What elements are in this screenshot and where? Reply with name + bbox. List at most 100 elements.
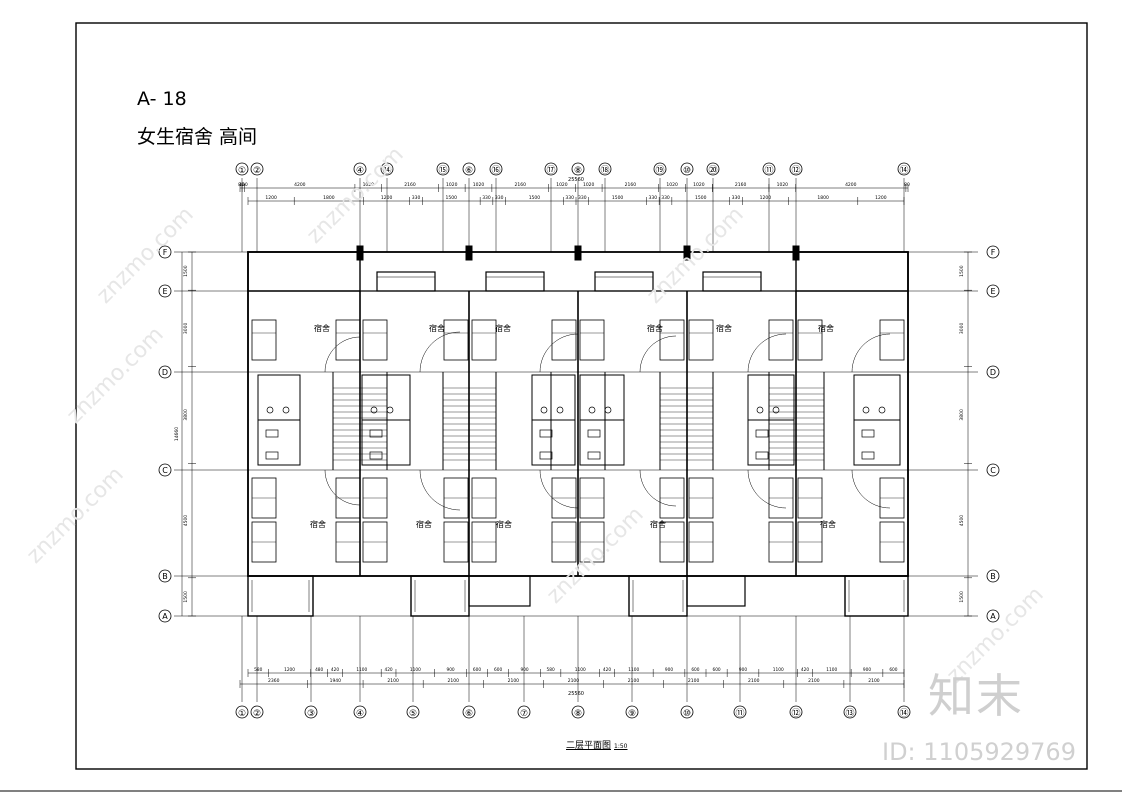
axis-bubble-right xyxy=(986,609,1000,623)
caption-text: 二层平面图 xyxy=(566,741,612,751)
axis-bubble-top xyxy=(250,162,264,176)
toilet-fixture xyxy=(861,451,875,460)
dim-value: 4200 xyxy=(845,182,857,188)
room-label: 宿舍 xyxy=(647,323,663,333)
sink-fixture xyxy=(756,406,764,414)
dim-value: 3800 xyxy=(183,409,189,421)
axis-bubble-top xyxy=(380,162,394,176)
axis-bubble-top xyxy=(436,162,450,176)
balcony xyxy=(410,575,470,617)
bay-window-bottom xyxy=(686,575,746,607)
axis-bubble-bottom-label: ⑪ xyxy=(735,708,744,719)
dim-value: 600 xyxy=(473,667,481,673)
room-label: 宿舍 xyxy=(310,519,326,529)
bed-desk-unit xyxy=(362,319,388,361)
axis-bubble-top-label: ⑰ xyxy=(546,165,555,176)
sink-fixture xyxy=(540,406,548,414)
drawing-code: A- 18 xyxy=(137,88,187,110)
bed-desk-unit xyxy=(797,319,823,361)
dim-value: 1200 xyxy=(265,195,277,201)
bed-desk-unit xyxy=(768,319,794,361)
watermark-site-text: znzmo.com xyxy=(92,202,198,308)
dim-value: 3000 xyxy=(183,323,189,335)
axis-bubble-bottom-label: ⑦ xyxy=(520,709,528,719)
bathroom xyxy=(361,374,411,421)
axis-bubble-bottom-label: ⑨ xyxy=(628,709,636,719)
dim-value: 4500 xyxy=(183,515,189,527)
axis-bubble-bottom xyxy=(843,705,857,719)
axis-bubble-bottom xyxy=(733,705,747,719)
drawing-name: 女生宿舍 高间 xyxy=(137,126,258,148)
watermark-site-text: znzmo.com xyxy=(62,322,168,428)
room-label: 宿舍 xyxy=(495,323,511,333)
axis-bubble-bottom-label: ⑫ xyxy=(791,708,800,719)
dim-value: 1500 xyxy=(529,195,541,201)
axis-bubble-left-label: E xyxy=(162,287,167,296)
axis-bubble-top-label: ⑪ xyxy=(764,165,773,176)
bed-desk-unit xyxy=(551,319,577,361)
axis-bubble-top xyxy=(544,162,558,176)
axis-bubble-bottom-label: ⑧ xyxy=(574,709,582,719)
door-swing xyxy=(539,333,579,373)
axis-bubble-right-label: F xyxy=(991,248,996,257)
bathroom xyxy=(853,419,901,466)
axis-bubble-right-label: A xyxy=(990,612,996,621)
toilet-fixture xyxy=(861,429,875,438)
bay-window xyxy=(702,271,762,292)
dim-value: 1940 xyxy=(330,678,342,684)
bathroom xyxy=(579,419,625,466)
dim-value: 4200 xyxy=(294,182,306,188)
dim-value: 1500 xyxy=(612,195,624,201)
dim-value: 1500 xyxy=(183,265,189,277)
toilet-fixture xyxy=(369,451,383,460)
bay-window xyxy=(376,271,436,292)
axis-bubble-left xyxy=(158,365,172,379)
door-swing xyxy=(747,469,787,509)
axis-bubble-bottom-label: ④ xyxy=(356,709,364,719)
dim-value: 1100 xyxy=(575,667,586,673)
toilet-fixture xyxy=(755,429,769,438)
sink-fixture xyxy=(556,406,564,414)
door-swing xyxy=(324,469,361,506)
dim-value: 2100 xyxy=(568,678,580,684)
room-label: 宿舍 xyxy=(416,519,432,529)
dim-value: 2100 xyxy=(868,678,880,684)
bed-desk-unit xyxy=(879,319,905,361)
axis-bubble-top-label: ⑮ xyxy=(438,165,447,176)
column xyxy=(792,245,800,261)
dim-value: 580 xyxy=(547,667,555,673)
axis-bubble-top xyxy=(353,162,367,176)
dim-value: 2100 xyxy=(447,678,459,684)
column xyxy=(683,245,691,261)
dim-value: 2100 xyxy=(808,678,820,684)
dim-value: 330 xyxy=(565,195,574,201)
dim-value: 1020 xyxy=(583,182,595,188)
watermark-brand: 知末 xyxy=(928,669,1024,723)
room-label: 宿舍 xyxy=(314,323,330,333)
sink-fixture xyxy=(878,406,886,414)
axis-bubble-top xyxy=(762,162,776,176)
sink-fixture xyxy=(370,406,378,414)
toilet-fixture xyxy=(587,451,601,460)
axis-bubble-bottom xyxy=(462,705,476,719)
plan-drawing: 宿舍宿舍宿舍宿舍宿舍宿舍宿舍宿舍宿舍宿舍宿舍 xyxy=(174,178,978,702)
toilet-fixture xyxy=(539,429,553,438)
drawing-frame xyxy=(75,22,1088,770)
dim-value: 330 xyxy=(661,195,670,201)
sink-fixture xyxy=(266,406,274,414)
dim-value: 1500 xyxy=(959,265,965,277)
bed-desk-unit xyxy=(251,319,277,361)
dim-value: 1020 xyxy=(556,182,568,188)
bed-desk-unit xyxy=(579,319,605,361)
room-label: 宿舍 xyxy=(818,323,834,333)
bed-desk-unit xyxy=(471,319,497,361)
axis-bubble-left xyxy=(158,609,172,623)
sink-fixture xyxy=(386,406,394,414)
column xyxy=(465,245,473,261)
axis-bubble-top-label: ⑩ xyxy=(683,166,691,176)
dim-value: 2100 xyxy=(748,678,760,684)
dim-value: 1200 xyxy=(760,195,772,201)
sink-fixture xyxy=(588,406,596,414)
